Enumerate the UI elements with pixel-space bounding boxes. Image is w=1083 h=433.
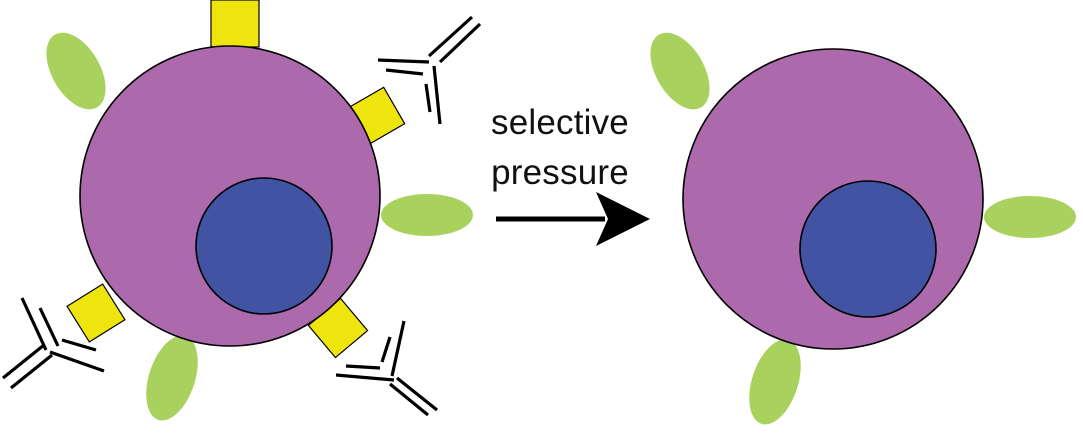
- antibody: [1, 297, 105, 390]
- green-receptor: [650, 32, 710, 110]
- antibody: [377, 15, 482, 125]
- nucleus: [799, 180, 937, 318]
- yellow-antigen: [210, 0, 260, 48]
- selective-label: selective: [491, 103, 629, 142]
- cell-before: [1, 0, 482, 421]
- nucleus: [195, 177, 333, 315]
- green-receptor: [46, 32, 106, 110]
- green-receptor: [749, 339, 801, 425]
- right-arrow-icon: [496, 192, 650, 246]
- antibody: [335, 320, 438, 417]
- yellow-antigen: [66, 283, 126, 343]
- pressure-label: pressure: [491, 153, 629, 192]
- green-receptor: [381, 194, 473, 236]
- cell-after: [650, 32, 1076, 425]
- green-receptor: [984, 196, 1076, 238]
- green-receptor: [146, 335, 198, 421]
